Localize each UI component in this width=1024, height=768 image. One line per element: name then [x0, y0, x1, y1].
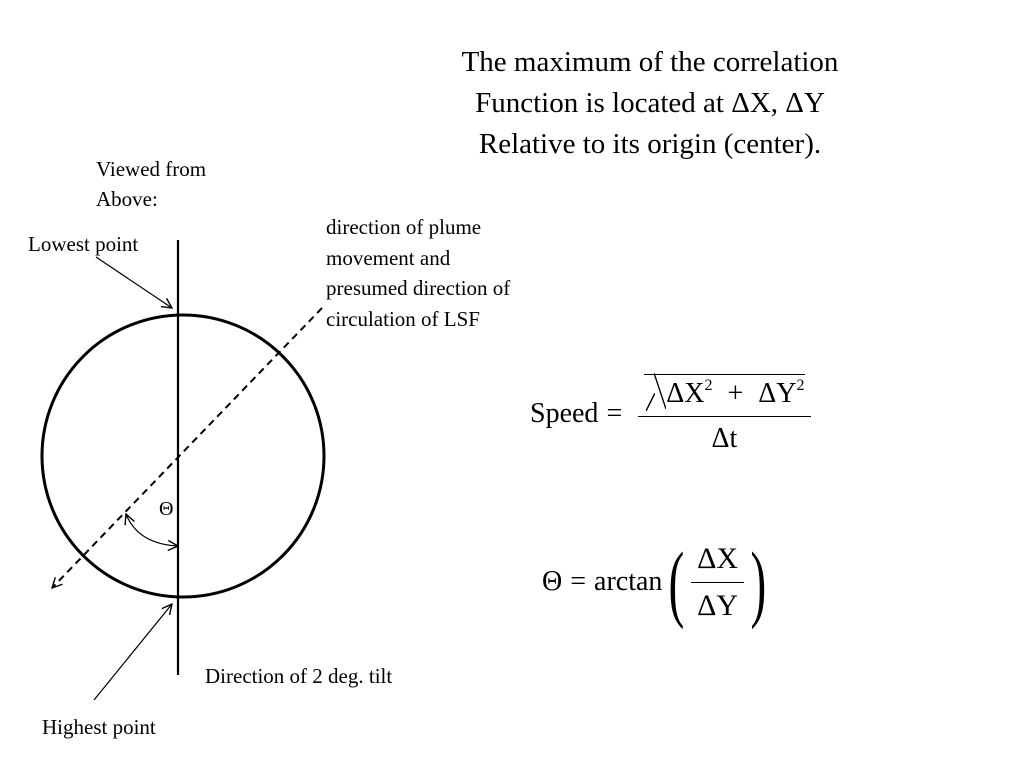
speed-denominator: Δt	[711, 422, 738, 454]
tilt-direction-label: Direction of 2 deg. tilt	[205, 664, 393, 688]
theta-lhs: Θ	[542, 566, 563, 597]
viewed-from-line-1: Viewed from	[96, 157, 207, 181]
lowest-point-label: Lowest point	[28, 232, 139, 256]
plume-direction-line-2: movement and	[326, 245, 451, 270]
open-paren: (	[668, 534, 685, 630]
heading-line-2: Function is located at ΔX, ΔY	[475, 87, 825, 119]
lowest-point-arrow	[95, 256, 172, 308]
exponent-y: 2	[796, 376, 805, 394]
heading-line-3: Relative to its origin (center).	[478, 128, 822, 160]
theta-equals: =	[570, 566, 587, 597]
speed-numerator: ΔX2 + ΔY2	[638, 372, 810, 411]
speed-fraction-bar	[638, 415, 811, 417]
plume-direction-line-1: direction of plume	[326, 215, 482, 239]
theta-numerator: ΔX	[697, 541, 739, 575]
arctan-function: arctan	[594, 566, 663, 597]
speed-lhs: Speed	[530, 398, 599, 429]
delta-y-term: ΔY	[758, 377, 797, 409]
theta-equation: Θ = arctan ( ΔX ΔY )	[542, 532, 773, 632]
theta-angle-arc	[126, 514, 178, 546]
delta-x-term: ΔX	[666, 377, 705, 409]
tank-circle	[40, 313, 326, 599]
close-paren: )	[750, 534, 767, 630]
theta-fraction-bar	[691, 581, 745, 583]
theta-fraction: ΔX ΔY	[691, 541, 745, 623]
viewed-from-line-2: Above:	[96, 187, 158, 211]
viewed-from-above-label: Viewed from Above:	[96, 154, 206, 214]
square-root: ΔX2 + ΔY2	[644, 372, 805, 411]
highest-point-arrow	[93, 604, 172, 701]
highest-point-label: Highest point	[42, 715, 156, 739]
theta-angle-label: Θ	[159, 498, 174, 520]
speed-fraction: ΔX2 + ΔY2 Δt	[638, 372, 811, 455]
plume-direction-line-3: presumed direction of	[326, 276, 511, 300]
speed-equals: =	[606, 398, 623, 429]
plume-direction-label: direction of plume movement and presumed…	[326, 212, 510, 334]
heading: The maximum of the correlation Function …	[380, 42, 920, 165]
exponent-x: 2	[704, 376, 713, 394]
heading-line-1: The maximum of the correlation	[461, 46, 839, 78]
plume-direction-line	[52, 307, 323, 588]
plume-direction-line-4: circulation of LSF	[326, 306, 480, 331]
plus-sign: +	[727, 377, 744, 409]
theta-denominator: ΔY	[697, 588, 739, 622]
speed-equation: Speed = ΔX2 + ΔY2 Δt	[530, 366, 811, 462]
